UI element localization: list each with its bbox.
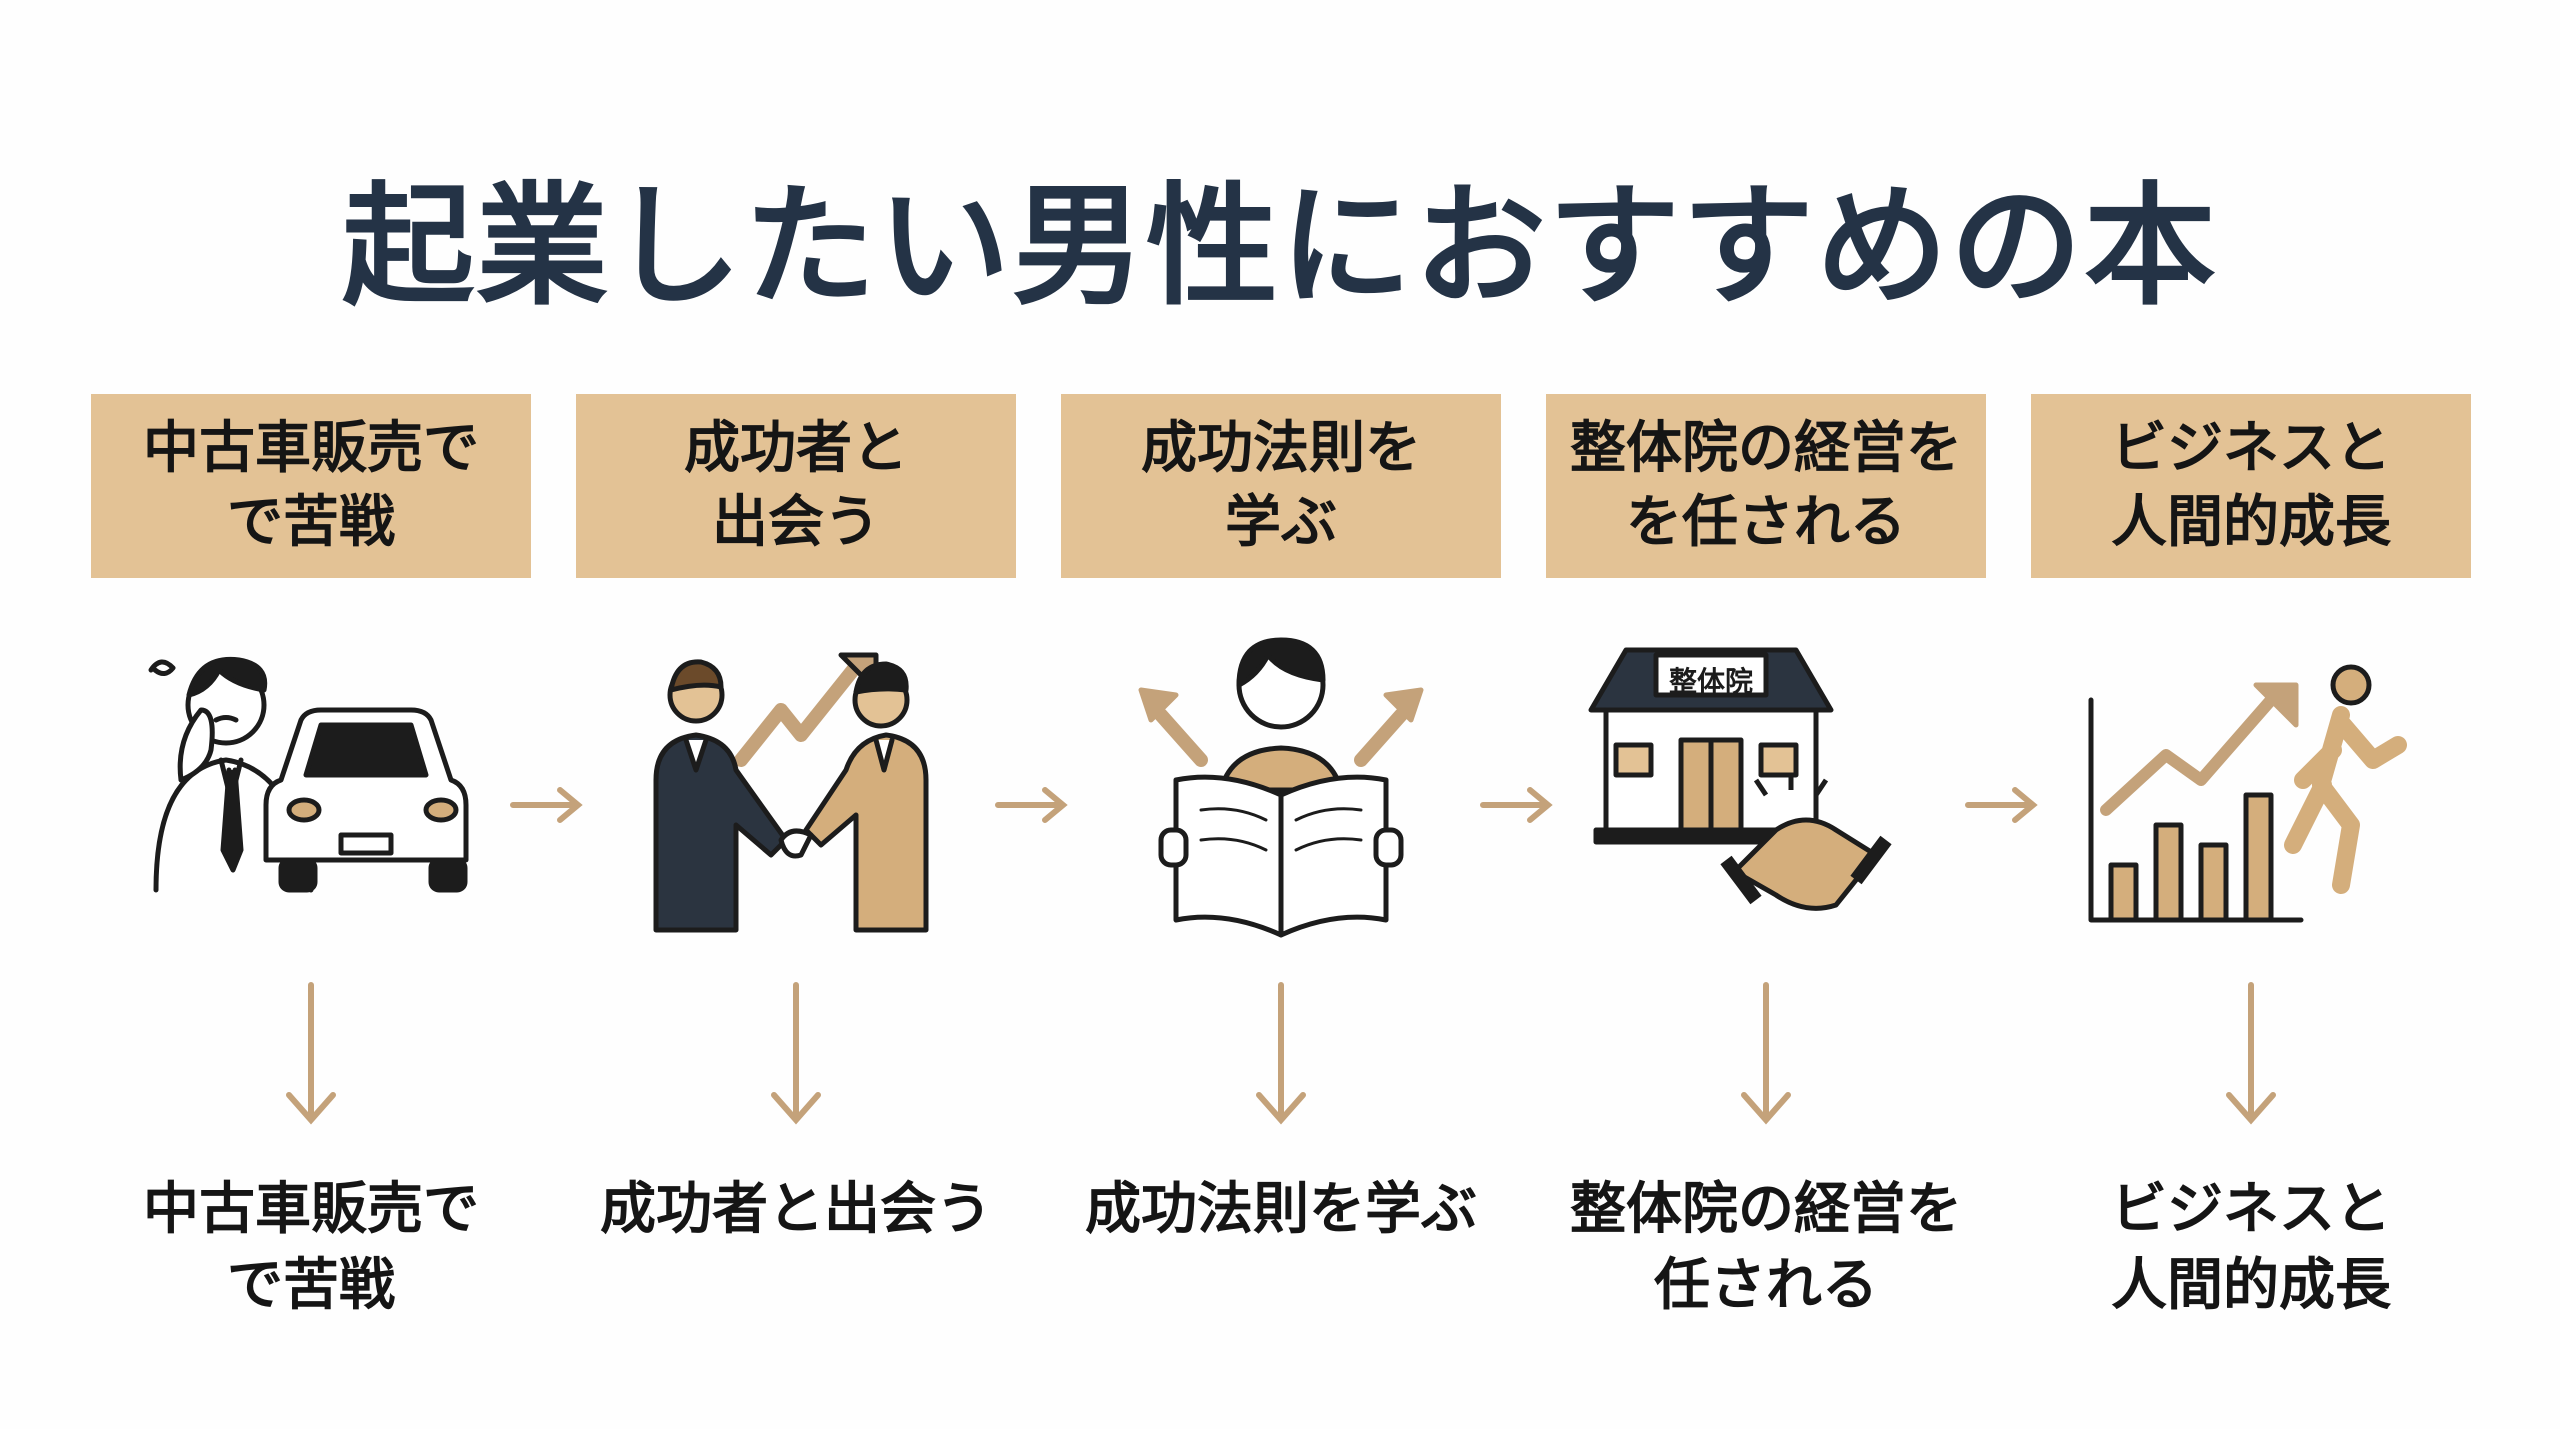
down-arrow-icon — [286, 982, 336, 1125]
right-arrow-icon — [510, 787, 583, 823]
step-box-1: 中古車販売で で苦戦 — [91, 394, 531, 578]
handshake-businessmen-icon — [653, 652, 929, 933]
down-arrow-icon — [771, 982, 821, 1125]
step-box-label: 成功法則を 学ぶ — [1141, 416, 1421, 555]
clinic-handshake-icon: 整体院 — [1576, 630, 1916, 940]
clinic-sign-text: 整体院 — [1668, 665, 1753, 698]
clinic-building-icon — [1588, 647, 1892, 911]
growth-chart-runner-icon — [2088, 664, 2407, 923]
down-arrow-icon — [2226, 982, 2276, 1125]
step-label-1: 中古車販売で で苦戦 — [143, 1177, 479, 1318]
step-box-3: 成功法則を 学ぶ — [1061, 394, 1501, 578]
step-box-label: ビジネスと 人間的成長 — [2111, 416, 2391, 555]
right-arrow-icon — [995, 787, 1068, 823]
worried-man-car-icon — [148, 656, 469, 893]
page-title: 起業したい男性におすすめの本 — [342, 170, 2218, 324]
step-box-label: 整体院の経営を を任される — [1570, 416, 1962, 555]
step-box-5: ビジネスと 人間的成長 — [2031, 394, 2471, 578]
step-label-3: 成功法則を学ぶ — [1085, 1177, 1477, 1242]
down-arrow-icon — [1256, 982, 1306, 1125]
right-arrow-icon — [1965, 787, 2038, 823]
step-box-2: 成功者と 出会う — [576, 394, 1016, 578]
down-arrow-icon — [1741, 982, 1791, 1125]
step-box-label: 成功者と 出会う — [684, 416, 908, 555]
right-arrow-icon — [1480, 787, 1553, 823]
step-label-4: 整体院の経営を 任される — [1570, 1177, 1962, 1318]
step-label-5: ビジネスと 人間的成長 — [2111, 1177, 2391, 1318]
step-label-2: 成功者と出会う — [600, 1177, 992, 1242]
reading-person-icon — [1138, 637, 1424, 938]
step-box-4: 整体院の経営を を任される — [1546, 394, 1986, 578]
step-box-label: 中古車販売で で苦戦 — [143, 416, 479, 555]
